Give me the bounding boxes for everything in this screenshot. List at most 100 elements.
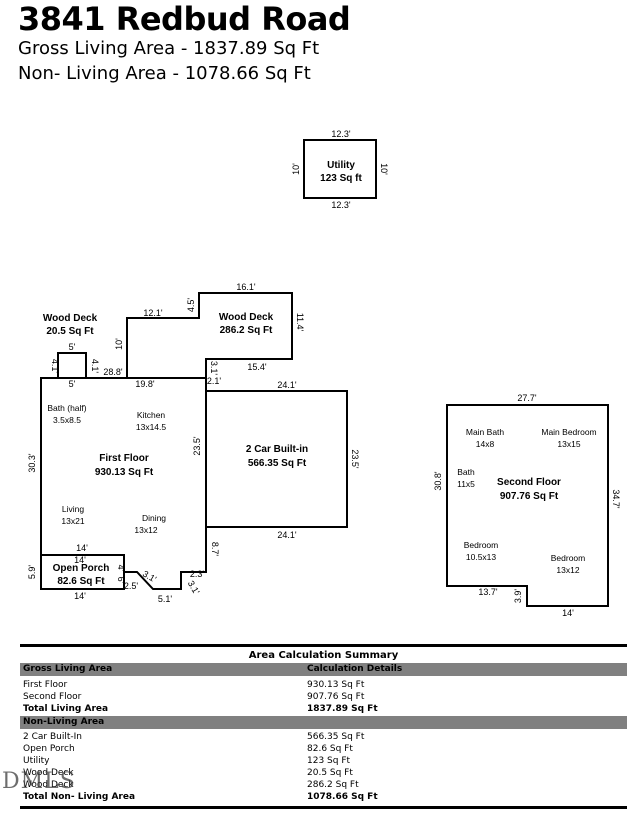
wood-deck-dim-2-1: 2.1' (207, 376, 222, 386)
row-value: 930.13 Sq Ft (307, 680, 365, 690)
total-label: Total Non- Living Area (23, 792, 136, 802)
wood-deck-dim-19-8: 19.8' (135, 379, 155, 389)
garage-name: 2 Car Built-in (246, 444, 308, 455)
utility-dim-left: 10' (291, 163, 301, 175)
open-porch-dim-bottom: 14' (74, 591, 86, 601)
table-row: Wood Deck 20.5 Sq Ft (20, 768, 627, 780)
wood-deck-small-name: Wood Deck (43, 313, 98, 324)
row-label: 2 Car Built-In (23, 732, 82, 742)
first-floor-dim-2-3: 2.3' (190, 569, 205, 579)
second-floor-dim-14: 14' (562, 608, 574, 618)
first-floor-dim-4: 4' (116, 565, 126, 572)
room-living: Living (62, 504, 84, 514)
nla-heading: Non-Living Area (23, 717, 105, 727)
second-floor-area: 907.76 Sq Ft (500, 491, 559, 502)
open-porch-dim-left: 5.9' (27, 565, 37, 580)
total-value: 1837.89 Sq Ft (307, 704, 378, 714)
bottom-rule (20, 806, 627, 809)
room-dining-size: 13x12 (134, 525, 157, 535)
row-value: 20.5 Sq Ft (307, 768, 353, 778)
first-floor-dim-5-1: 5.1' (158, 594, 173, 604)
garage-dim-bottom: 24.1' (277, 530, 297, 540)
total-row: Total Living Area 1837.89 Sq Ft (20, 704, 627, 716)
floor-plan: Utility 123 Sq ft 12.3' 12.3' 10' 10' Wo… (27, 129, 621, 618)
wood-deck-small-area: 20.5 Sq Ft (46, 326, 94, 337)
summary-title: Area Calculation Summary (20, 644, 627, 663)
open-porch-dim-top: 14' (74, 555, 86, 565)
row-value: 907.76 Sq Ft (307, 692, 365, 702)
first-floor-dim-23-5: 23.5' (192, 436, 202, 456)
wood-deck-dim-10: 10' (114, 338, 124, 350)
second-floor-dim-3-9: 3.9' (513, 589, 523, 604)
wood-deck-large-name: Wood Deck (219, 312, 274, 323)
room-bedroom-a: Bedroom (464, 540, 499, 550)
wood-deck-dim-15-4: 15.4' (247, 362, 267, 372)
first-floor-dim-14: 14' (76, 543, 88, 553)
wood-deck-small-dim-top: 5' (69, 342, 76, 352)
row-label: Open Porch (23, 744, 75, 754)
row-label: Second Floor (23, 692, 82, 702)
row-label: Wood Deck (23, 768, 74, 778)
wood-deck-dim-4-5: 4.5' (186, 298, 196, 313)
garage-dim-top: 24.1' (277, 380, 297, 390)
row-label: Wood Deck (23, 780, 74, 790)
garage: 2 Car Built-in 566.35 Sq Ft 24.1' 24.1' … (205, 380, 360, 540)
row-label: Utility (23, 756, 50, 766)
wood-deck-small-dim-left: 4.1' (50, 359, 60, 374)
utility-name: Utility (327, 160, 355, 171)
wood-deck-dim-28-8: 28.8' (103, 367, 123, 377)
utility-room: Utility 123 Sq ft 12.3' 12.3' 10' 10' (291, 129, 389, 210)
first-floor-dim-6: 6' (116, 577, 126, 584)
row-value: 566.35 Sq Ft (307, 732, 365, 742)
second-floor-dim-27-7: 27.7' (517, 393, 537, 403)
first-floor-dim-30-3: 30.3' (27, 453, 37, 473)
room-main-bedroom: Main Bedroom (541, 427, 596, 437)
second-floor-dim-30-8: 30.8' (433, 471, 443, 491)
table-row: Utility 123 Sq Ft (20, 756, 627, 768)
room-main-bath: Main Bath (466, 427, 505, 437)
wood-deck-small-dim-right: 4.1' (90, 359, 100, 374)
room-bath-half: Bath (half) (47, 403, 86, 413)
wood-deck-large-area: 286.2 Sq Ft (220, 325, 273, 336)
table-row: First Floor 930.13 Sq Ft (20, 680, 627, 692)
wood-deck-dim-16-1: 16.1' (236, 282, 256, 292)
table-row: Wood Deck 286.2 Sq Ft (20, 780, 627, 792)
wood-deck-small-dim-bottom: 5' (69, 379, 76, 389)
garage-area: 566.35 Sq Ft (248, 458, 307, 469)
table-row: Open Porch 82.6 Sq Ft (20, 744, 627, 756)
row-value: 82.6 Sq Ft (307, 744, 353, 754)
room-main-bedroom-size: 13x15 (557, 439, 580, 449)
utility-dim-right: 10' (379, 163, 389, 175)
room-bedroom-b-size: 13x12 (556, 565, 579, 575)
first-floor-area: 930.13 Sq Ft (95, 467, 154, 478)
wood-deck-dim-3-1: 3.1' (209, 361, 219, 376)
utility-dim-bottom: 12.3' (331, 200, 351, 210)
total-value: 1078.66 Sq Ft (307, 792, 378, 802)
room-bedroom-a-size: 10.5x13 (466, 552, 497, 562)
dmls-watermark: DMLS (2, 769, 76, 794)
second-floor-dim-13-7: 13.7' (478, 587, 498, 597)
table-row: 2 Car Built-In 566.35 Sq Ft (20, 732, 627, 744)
room-living-size: 13x21 (61, 516, 84, 526)
room-bath-size: 11x5 (457, 479, 475, 489)
room-main-bath-size: 14x8 (476, 439, 495, 449)
non-living-area-heading: Non- Living Area - 1078.66 Sq Ft (18, 63, 311, 84)
first-floor-dim-8-7: 8.7' (210, 542, 220, 557)
total-label: Total Living Area (23, 704, 109, 714)
room-dining: Dining (142, 513, 166, 523)
gross-living-area-heading: Gross Living Area - 1837.89 Sq Ft (18, 38, 320, 59)
row-label: First Floor (23, 680, 68, 690)
gla-section-header: Gross Living Area Calculation Details (20, 663, 627, 676)
room-bath-half-size: 3.5x8.5 (53, 415, 81, 425)
garage-dim-right: 23.5' (350, 449, 360, 469)
total-row: Total Non- Living Area 1078.66 Sq Ft (20, 792, 627, 804)
wood-deck-dim-12-1: 12.1' (143, 308, 163, 318)
row-value: 286.2 Sq Ft (307, 780, 359, 790)
open-porch: Open Porch 82.6 Sq Ft 14' 14' 5.9' (27, 554, 125, 601)
nla-section-header: Non-Living Area (20, 716, 627, 729)
area-calculation-summary: Area Calculation Summary Gross Living Ar… (20, 644, 627, 809)
wood-deck-large: Wood Deck 286.2 Sq Ft 16.1' 4.5' 12.1' 1… (103, 282, 305, 389)
first-floor-dim-3-1-a: 3.1' (186, 579, 202, 597)
first-floor-dim-3-1-b: 3.1' (141, 569, 159, 585)
room-kitchen-size: 13x14.5 (136, 422, 167, 432)
